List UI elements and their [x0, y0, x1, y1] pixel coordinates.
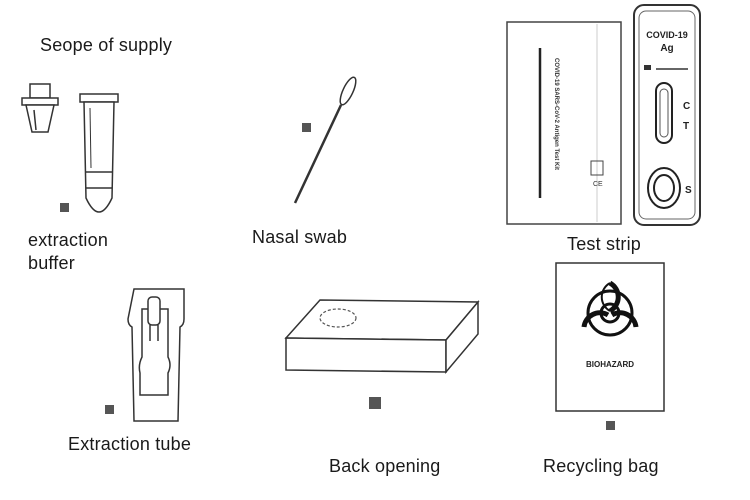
- extraction-buffer-label-line1: extraction: [28, 230, 109, 250]
- back-opening-label: Back opening: [329, 456, 441, 476]
- cassette-title-line1: COVID-19: [646, 30, 688, 40]
- back-opening-marker: [369, 397, 381, 409]
- recycling-bag-marker: [606, 421, 615, 430]
- biohazard-icon: [581, 280, 639, 337]
- cassette-title-line2: Ag: [660, 43, 673, 54]
- test-strip-cassette: COVID-19 Ag C T S: [633, 4, 701, 226]
- marker-s: S: [685, 185, 692, 196]
- back-opening-illustration: [284, 299, 480, 375]
- extraction-tube-label: Extraction tube: [68, 434, 192, 454]
- recycling-bag-label: Recycling bag: [543, 456, 659, 476]
- extraction-buffer-illustration: [21, 83, 119, 213]
- test-strip-pouch: COVID-19 SARS-CoV-2 Antigen Test Kit CE: [506, 21, 622, 225]
- nasal-swab-illustration: [293, 76, 357, 204]
- nasal-swab-marker: [302, 123, 311, 132]
- bag-text: BIOHAZARD: [586, 360, 634, 369]
- recycling-bag-illustration: BIOHAZARD: [555, 262, 665, 412]
- extraction-buffer-marker: [60, 203, 69, 212]
- marker-t: T: [683, 121, 689, 132]
- page-title: Seope of supply: [40, 35, 173, 55]
- extraction-tube-marker: [105, 405, 114, 414]
- extraction-tube-illustration: [127, 288, 185, 422]
- marker-c: C: [683, 101, 690, 112]
- test-strip-label: Test strip: [567, 234, 642, 254]
- pouch-ce-mark: CE: [593, 181, 603, 188]
- pouch-text: COVID-19 SARS-CoV-2 Antigen Test Kit: [553, 58, 559, 170]
- nasal-swab-label: Nasal swab: [252, 227, 348, 247]
- extraction-buffer-label-line2: buffer: [28, 253, 75, 273]
